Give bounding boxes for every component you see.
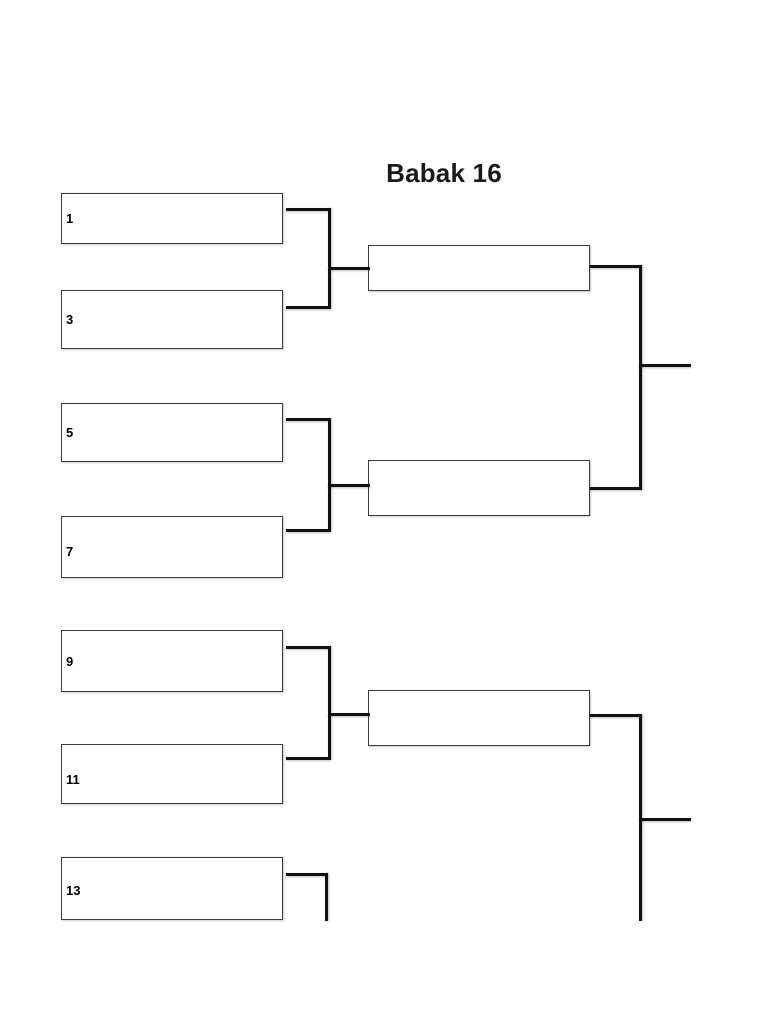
connector-h-seed-11 bbox=[286, 757, 330, 760]
connector-h-round2-1-in bbox=[328, 267, 370, 270]
connector-v-group-1 bbox=[328, 208, 331, 309]
connector-h-round2-3-out bbox=[590, 714, 642, 717]
seed-label: 3 bbox=[66, 312, 74, 327]
seed-label: 1 bbox=[66, 211, 74, 226]
page-title-text: Babak 16 bbox=[386, 158, 502, 188]
connector-h-seed-9 bbox=[286, 646, 330, 649]
seed-label: 5 bbox=[66, 425, 74, 440]
bracket-slot-seed-3[interactable]: 3 bbox=[61, 290, 283, 349]
bracket-slot-seed-5[interactable]: 5 bbox=[61, 403, 283, 462]
connector-h-seed-3 bbox=[286, 306, 330, 309]
bracket-slot-seed-13[interactable]: 13 bbox=[61, 857, 283, 920]
seed-label: 9 bbox=[66, 654, 74, 669]
connector-h-round3-upper-out bbox=[639, 364, 691, 367]
connector-v-group-4 bbox=[325, 873, 328, 921]
connector-v-group-3 bbox=[328, 646, 331, 760]
connector-h-seed-13 bbox=[286, 873, 328, 876]
bracket-slot-seed-9[interactable]: 9 bbox=[61, 630, 283, 692]
bracket-slot-seed-7[interactable]: 7 bbox=[61, 516, 283, 578]
connector-h-round2-1-out bbox=[590, 265, 642, 268]
connector-h-round3-lower-out bbox=[639, 818, 691, 821]
bracket-slot-seed-11[interactable]: 11 bbox=[61, 744, 283, 804]
connector-v-round3-lower bbox=[639, 714, 642, 921]
seed-label: 11 bbox=[66, 772, 80, 787]
seed-label: 13 bbox=[66, 883, 81, 898]
bracket-slot-round2-1[interactable] bbox=[368, 245, 590, 291]
connector-h-round2-2-out bbox=[590, 487, 642, 490]
seed-label: 7 bbox=[66, 544, 74, 559]
bracket-slot-round2-2[interactable] bbox=[368, 460, 590, 516]
connector-v-group-2 bbox=[328, 418, 331, 532]
page-title: Babak 16 bbox=[0, 158, 768, 189]
bracket-slot-round2-3[interactable] bbox=[368, 690, 590, 746]
connector-v-round3-upper bbox=[639, 265, 642, 490]
bracket-slot-seed-1[interactable]: 1 bbox=[61, 193, 283, 244]
connector-h-round2-3-in bbox=[328, 713, 370, 716]
connector-h-seed-5 bbox=[286, 418, 330, 421]
connector-h-seed-1 bbox=[286, 208, 330, 211]
connector-h-seed-7 bbox=[286, 529, 330, 532]
connector-h-round2-2-in bbox=[328, 484, 370, 487]
